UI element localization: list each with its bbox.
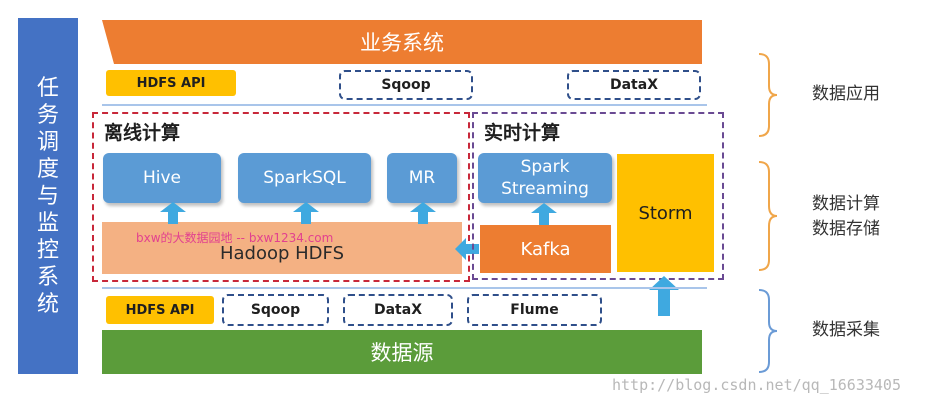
hive-label: Hive bbox=[142, 168, 182, 188]
bottom-divider bbox=[102, 287, 707, 289]
top-datax-label: DataX bbox=[609, 77, 658, 93]
monitoring-sidebar: 任务调度与监控系统 bbox=[18, 18, 78, 374]
spark-streaming-label: Spark Streaming bbox=[501, 157, 589, 199]
hive-box: Hive bbox=[103, 153, 221, 203]
apply-brace-icon bbox=[758, 53, 778, 137]
storm-box: Storm bbox=[617, 154, 714, 272]
bottom-flume-tag: Flume bbox=[467, 294, 602, 326]
data-source-banner: 数据源 bbox=[102, 330, 702, 374]
business-system-label: 业务系统 bbox=[360, 31, 444, 55]
hdfs-watermark-text: bxw的大数据园地 -- bxw1234.com bbox=[136, 231, 334, 245]
bottom-flume-label: Flume bbox=[510, 302, 559, 318]
bottom-datax-tag: DataX bbox=[343, 294, 453, 326]
spark-streaming-up-arrow-icon bbox=[531, 203, 557, 225]
sparksql-label: SparkSQL bbox=[263, 168, 346, 188]
top-sqoop-label: Sqoop bbox=[381, 77, 431, 93]
bottom-hdfs-api-tag: HDFS API bbox=[106, 296, 214, 324]
bottom-sqoop-label: Sqoop bbox=[250, 302, 301, 318]
kafka-label: Kafka bbox=[520, 238, 571, 260]
compute-label-line2: 数据存储 bbox=[812, 219, 880, 239]
apply-label: 数据应用 bbox=[812, 84, 880, 104]
collect-brace-icon bbox=[758, 289, 778, 373]
realtime-computing-title: 实时计算 bbox=[484, 122, 561, 144]
hadoop-hdfs-label: Hadoop HDFS bbox=[219, 243, 345, 264]
storm-label: Storm bbox=[638, 202, 693, 224]
kafka-to-hdfs-arrow-icon bbox=[455, 238, 479, 260]
collect-label: 数据采集 bbox=[812, 320, 880, 340]
top-sqoop-tag: Sqoop bbox=[339, 70, 473, 100]
top-divider bbox=[102, 104, 707, 106]
bottom-hdfs-api-label: HDFS API bbox=[125, 302, 195, 318]
mr-up-arrow-icon bbox=[410, 202, 436, 224]
kafka-box: Kafka bbox=[480, 225, 611, 273]
top-datax-tag: DataX bbox=[567, 70, 701, 100]
compute-label-line1: 数据计算 bbox=[812, 194, 880, 214]
mr-box: MR bbox=[387, 153, 457, 203]
sparksql-up-arrow-icon bbox=[293, 202, 319, 224]
hadoop-hdfs-box: Hadoop HDFS bbox=[102, 222, 462, 274]
realtime-computing-region bbox=[472, 112, 724, 280]
sidebar-label: 任务调度与监控系统 bbox=[36, 75, 59, 317]
bottom-sqoop-tag: Sqoop bbox=[222, 294, 329, 326]
collection-up-arrow-icon bbox=[649, 276, 679, 316]
mr-label: MR bbox=[408, 168, 436, 188]
top-hdfs-api-label: HDFS API bbox=[136, 75, 206, 91]
hive-up-arrow-icon bbox=[160, 202, 186, 224]
business-system-banner: 业务系统 bbox=[102, 20, 702, 64]
bottom-datax-label: DataX bbox=[373, 302, 422, 318]
offline-computing-region bbox=[92, 112, 470, 282]
compute-brace-icon bbox=[758, 161, 778, 271]
spark-streaming-box: Spark Streaming bbox=[478, 153, 612, 203]
offline-computing-title: 离线计算 bbox=[104, 122, 181, 144]
compute-label: 数据计算 数据存储 bbox=[812, 192, 880, 242]
blog-watermark: http://blog.csdn.net/qq_16633405 bbox=[612, 376, 901, 394]
sparksql-box: SparkSQL bbox=[238, 153, 371, 203]
data-source-label: 数据源 bbox=[370, 341, 434, 365]
top-hdfs-api-tag: HDFS API bbox=[106, 70, 236, 96]
